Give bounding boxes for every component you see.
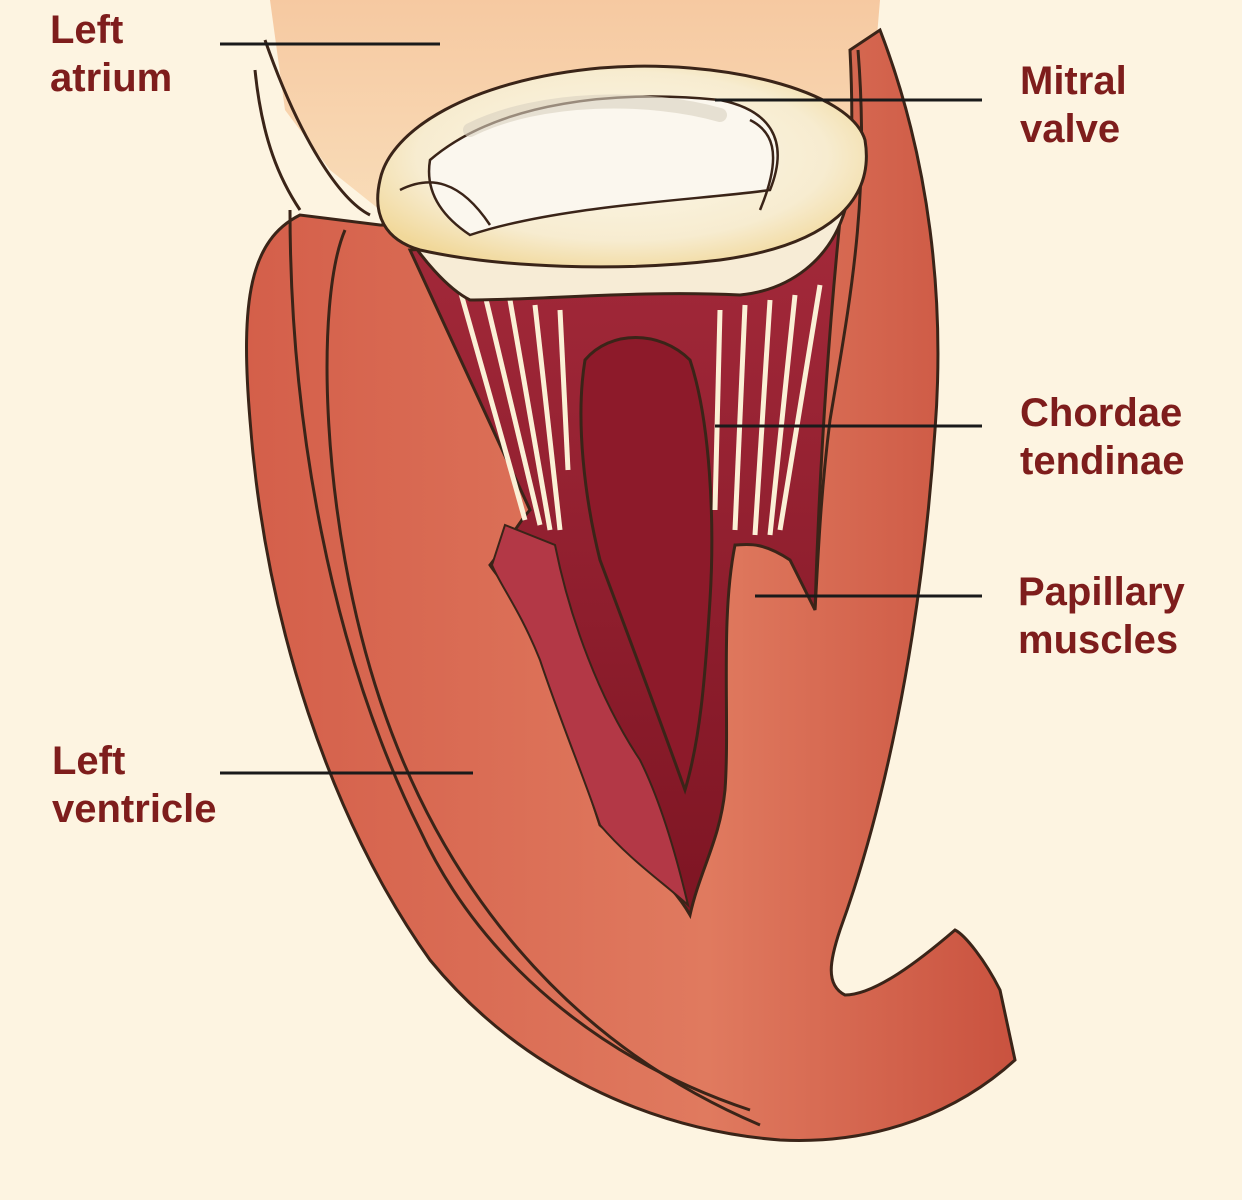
leader-lines <box>220 42 982 775</box>
label-mitral-valve-line1: Mitral <box>1020 59 1127 103</box>
mitral-valve-fold-right <box>749 118 775 211</box>
chordae-left <box>457 289 571 531</box>
label-chordae-line1: Chordae <box>1020 391 1183 435</box>
label-left-ventricle-line2: ventricle <box>52 787 217 831</box>
wall-line-outer <box>263 39 371 217</box>
label-chordae-line2: tendinae <box>1020 439 1185 483</box>
label-left-ventricle: Left ventricle <box>52 737 217 833</box>
wall-line-atrium-left <box>253 69 302 211</box>
label-mitral-valve-line2: valve <box>1020 107 1121 151</box>
wall-line-inner-2 <box>325 229 761 1127</box>
label-left-ventricle-line1: Left <box>52 739 126 783</box>
label-left-atrium-line1: Left <box>50 8 124 52</box>
label-papillary-line1: Papillary <box>1018 570 1185 614</box>
label-left-atrium-line2: atrium <box>50 56 173 100</box>
label-chordae-tendinae: Chordae tendinae <box>1020 389 1184 485</box>
label-mitral-valve: Mitral valve <box>1020 57 1127 153</box>
mitral-valve-fold <box>399 181 492 226</box>
label-papillary-muscles: Papillary muscles <box>1018 568 1185 664</box>
mitral-valve-shading <box>463 94 727 137</box>
label-papillary-line2: muscles <box>1018 618 1179 662</box>
chordae-right <box>712 284 823 536</box>
papillary-column-center <box>579 336 714 795</box>
wall-line-inner-1 <box>288 209 751 1112</box>
label-left-atrium: Left atrium <box>50 6 172 102</box>
papillary-muscle-left <box>490 523 690 908</box>
